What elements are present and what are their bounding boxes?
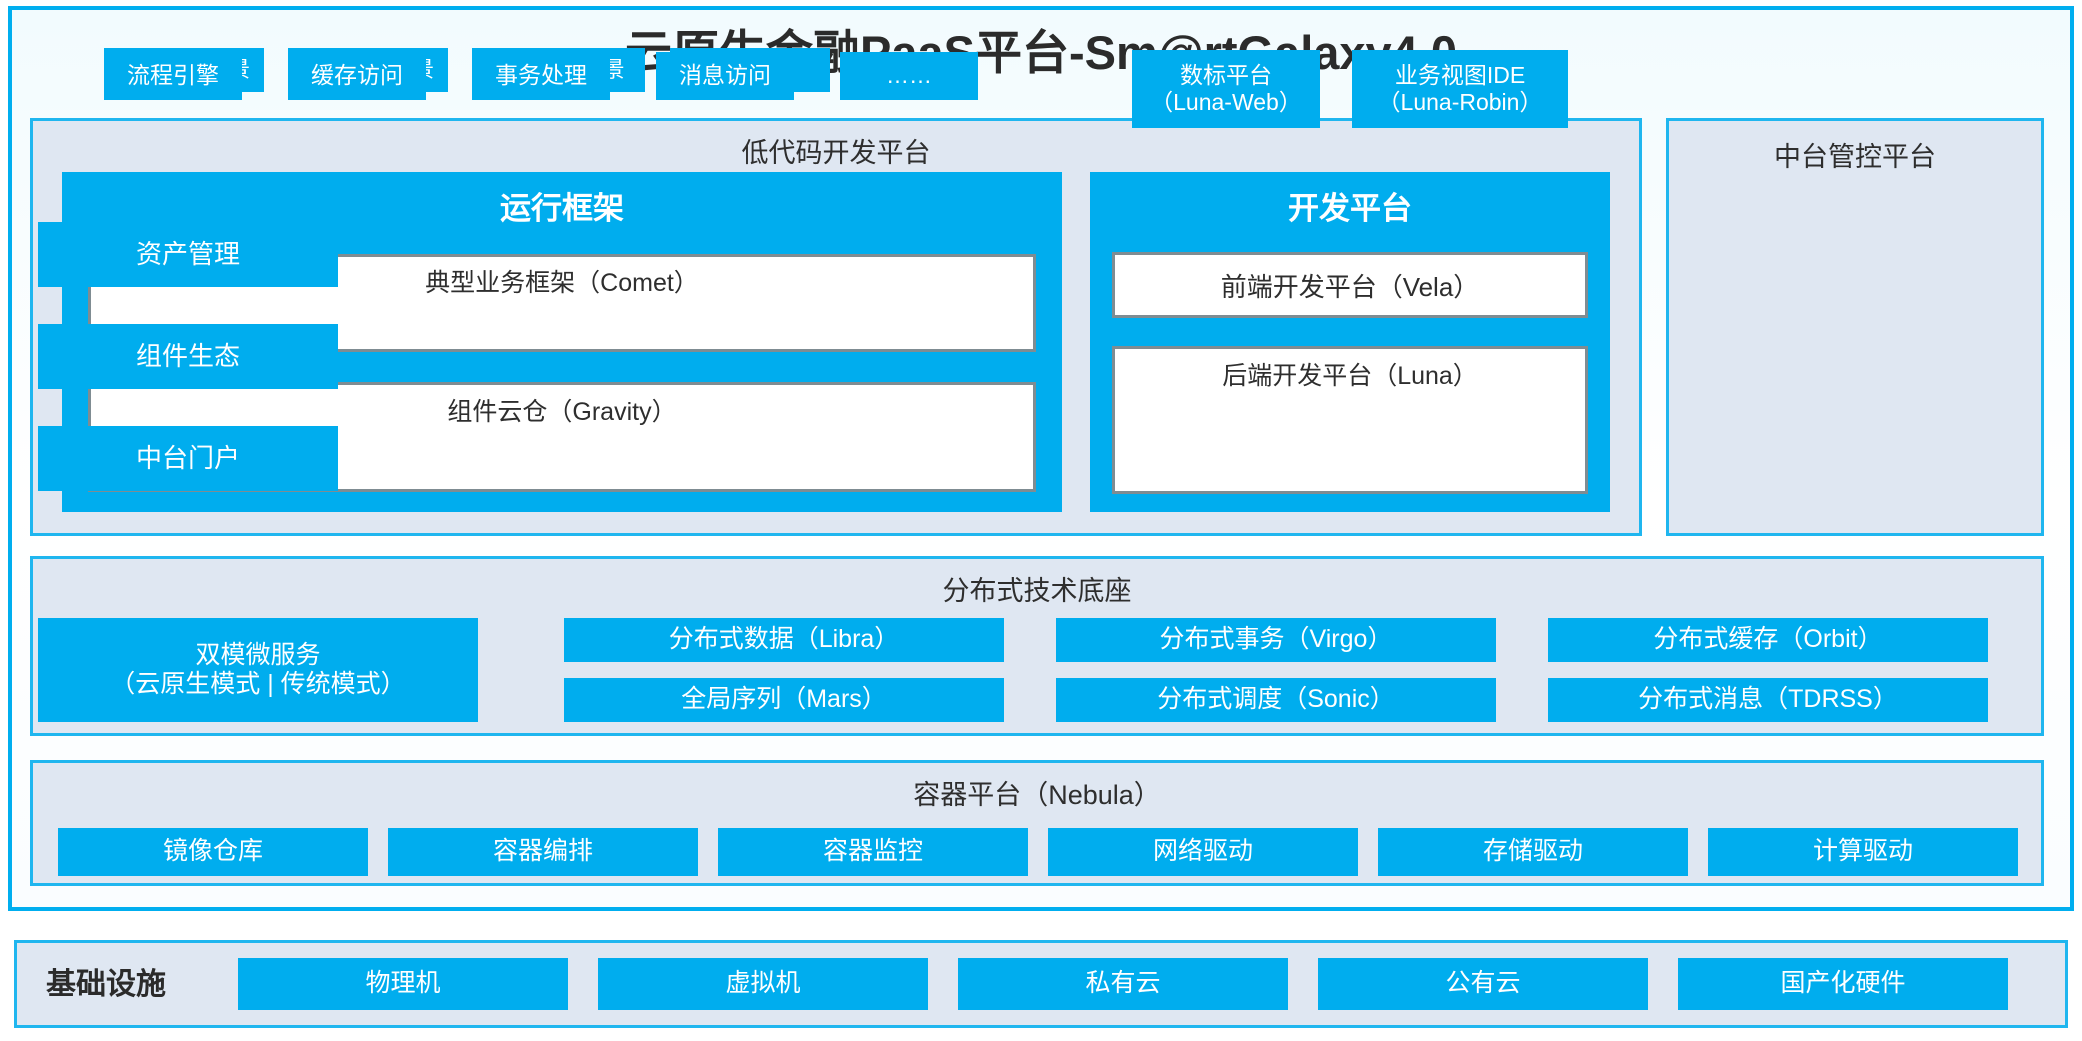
gravity-item-cache-access[interactable]: 缓存访问 [288, 52, 426, 100]
luna-robin-line2: （Luna-Robin） [1377, 89, 1543, 115]
gravity-item-message-access[interactable]: 消息访问 [656, 52, 794, 100]
container-platform-title: 容器平台（Nebula） [913, 780, 1161, 810]
middle-control-platform-title: 中台管控平台 [1774, 142, 1936, 172]
dist-item-global-sequence-mars[interactable]: 全局序列（Mars） [564, 678, 1004, 722]
comet-title: 典型业务框架（Comet） [425, 269, 699, 297]
mid-item-middle-portal[interactable]: 中台门户 [38, 426, 338, 491]
dist-item-distributed-message-tdrss[interactable]: 分布式消息（TDRSS） [1548, 678, 1988, 722]
gravity-title: 组件云仓（Gravity） [447, 398, 677, 426]
dist-item-distributed-data-libra[interactable]: 分布式数据（Libra） [564, 618, 1004, 662]
mid-item-component-ecosystem[interactable]: 组件生态 [38, 324, 338, 389]
backend-dev-platform-card: 后端开发平台（Luna） [1112, 346, 1588, 494]
luna-item-business-view-ide[interactable]: 业务视图IDE （Luna-Robin） [1352, 50, 1568, 128]
middle-control-platform-panel: 中台管控平台 [1666, 118, 2044, 536]
dist-item-dual-mode-microservice[interactable]: 双模微服务 （云原生模式 | 传统模式） [38, 618, 478, 722]
infra-item-virtual-machine[interactable]: 虚拟机 [598, 958, 928, 1010]
container-item-orchestration[interactable]: 容器编排 [388, 828, 698, 876]
lowcode-platform-title: 低代码开发平台 [741, 138, 931, 168]
infra-item-private-cloud[interactable]: 私有云 [958, 958, 1288, 1010]
dual-mode-line1: 双模微服务 [195, 640, 321, 669]
backend-dev-platform-title: 后端开发平台（Luna） [1222, 362, 1478, 390]
dist-item-distributed-cache-orbit[interactable]: 分布式缓存（Orbit） [1548, 618, 1988, 662]
development-platform-title: 开发平台 [1288, 191, 1412, 226]
container-item-monitoring[interactable]: 容器监控 [718, 828, 1028, 876]
gravity-item-transaction-processing[interactable]: 事务处理 [472, 52, 610, 100]
infra-item-physical-machine[interactable]: 物理机 [238, 958, 568, 1010]
gravity-item-process-engine[interactable]: 流程引擎 [104, 52, 242, 100]
infra-item-domestic-hardware[interactable]: 国产化硬件 [1678, 958, 2008, 1010]
gravity-item-more[interactable]: …… [840, 52, 978, 100]
container-item-network-driver[interactable]: 网络驱动 [1048, 828, 1358, 876]
infra-item-public-cloud[interactable]: 公有云 [1318, 958, 1648, 1010]
luna-web-line1: 数标平台 [1180, 61, 1272, 88]
frontend-dev-platform-label: 前端开发平台（Vela） [1220, 271, 1480, 302]
container-item-compute-driver[interactable]: 计算驱动 [1708, 828, 2018, 876]
luna-robin-line1: 业务视图IDE [1394, 61, 1526, 88]
luna-web-line2: （Luna-Web） [1150, 89, 1302, 115]
runtime-framework-title: 运行框架 [500, 191, 624, 226]
infrastructure-label: 基础设施 [46, 968, 166, 1001]
luna-item-data-standard-platform[interactable]: 数标平台 （Luna-Web） [1132, 50, 1320, 128]
dist-item-distributed-scheduling-sonic[interactable]: 分布式调度（Sonic） [1056, 678, 1496, 722]
mid-item-asset-management[interactable]: 资产管理 [38, 222, 338, 287]
container-item-image-registry[interactable]: 镜像仓库 [58, 828, 368, 876]
dual-mode-line2: （云原生模式 | 传统模式） [110, 670, 406, 698]
container-item-storage-driver[interactable]: 存储驱动 [1378, 828, 1688, 876]
dist-item-distributed-transaction-virgo[interactable]: 分布式事务（Virgo） [1056, 618, 1496, 662]
distributed-tech-base-title: 分布式技术底座 [942, 576, 1132, 606]
frontend-dev-platform-card[interactable]: 前端开发平台（Vela） [1112, 252, 1588, 318]
